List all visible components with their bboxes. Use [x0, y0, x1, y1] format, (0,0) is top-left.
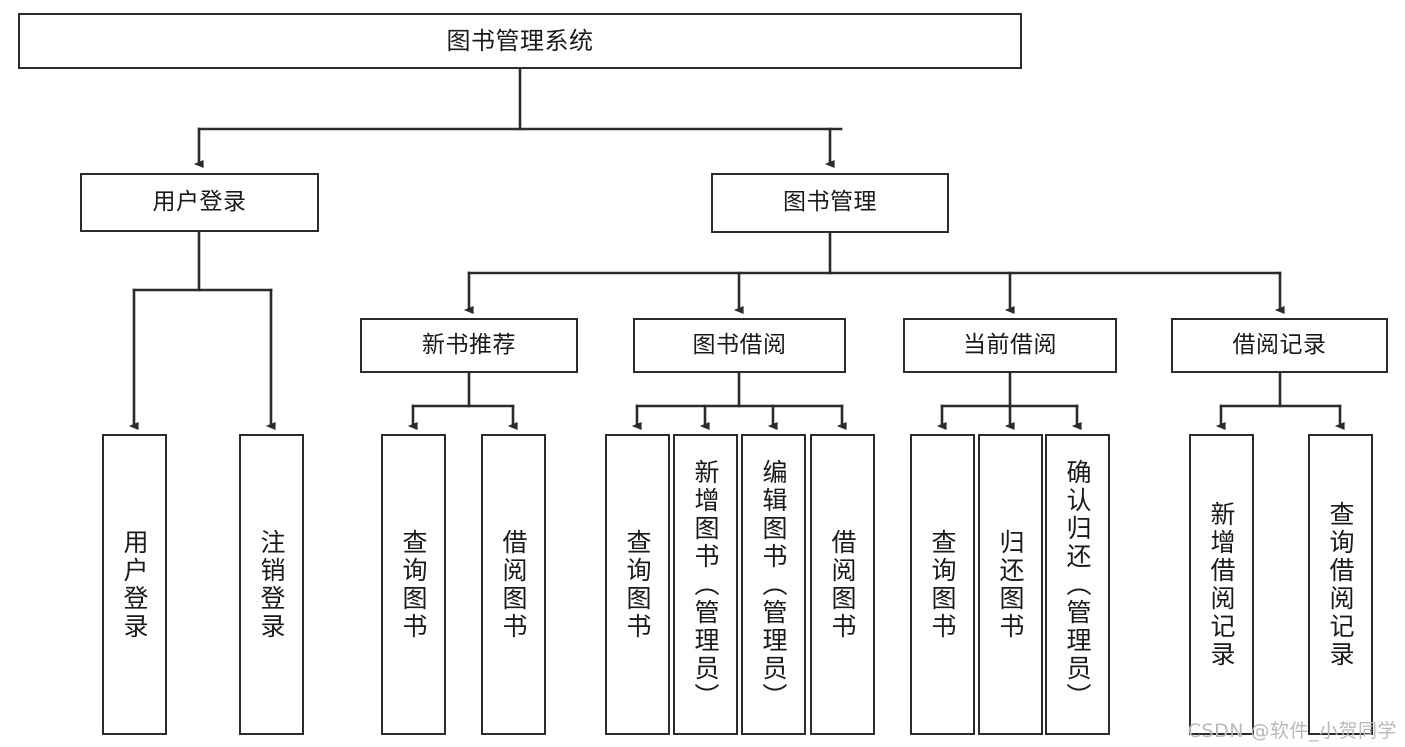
- leaf-borrow-query-book[interactable]: 查询图书: [605, 434, 670, 735]
- node-label: 新增图书（管理员）: [691, 458, 720, 711]
- node-label: 查询图书: [928, 528, 957, 641]
- node-label: 确认归还（管理员）: [1063, 458, 1092, 711]
- node-label: 用户登录: [152, 188, 247, 215]
- node-label: 用户登录: [120, 528, 149, 641]
- node-borrow-records[interactable]: 借阅记录: [1171, 318, 1388, 373]
- node-label: 注销登录: [257, 528, 286, 641]
- leaf-borrow-add-book-admin[interactable]: 新增图书（管理员）: [673, 434, 738, 735]
- leaf-recommend-query-book[interactable]: 查询图书: [381, 434, 446, 735]
- node-user-login[interactable]: 用户登录: [80, 173, 319, 232]
- node-current-borrow[interactable]: 当前借阅: [903, 318, 1117, 373]
- node-label: 归还图书: [996, 528, 1025, 641]
- node-book-management[interactable]: 图书管理: [711, 173, 949, 233]
- node-label: 当前借阅: [963, 331, 1057, 358]
- leaf-current-confirm-return-admin[interactable]: 确认归还（管理员）: [1045, 434, 1110, 735]
- leaf-current-return-book[interactable]: 归还图书: [978, 434, 1043, 735]
- leaf-borrow-borrow-book[interactable]: 借阅图书: [810, 434, 875, 735]
- leaf-user-login-signin[interactable]: 用户登录: [102, 434, 167, 735]
- node-book-borrow[interactable]: 图书借阅: [633, 318, 846, 373]
- node-label: 查询借阅记录: [1326, 500, 1355, 669]
- node-label: 新书推荐: [422, 331, 516, 358]
- node-label: 查询图书: [623, 528, 652, 641]
- leaf-user-login-signout[interactable]: 注销登录: [239, 434, 304, 735]
- node-label: 查询图书: [399, 528, 428, 641]
- node-label: 借阅图书: [828, 528, 857, 641]
- watermark-text: CSDN @软件_小贺同学: [1187, 720, 1397, 742]
- node-label: 借阅记录: [1232, 331, 1327, 358]
- node-label: 图书管理系统: [446, 26, 594, 55]
- leaf-records-add-record[interactable]: 新增借阅记录: [1189, 434, 1254, 735]
- leaf-records-query-record[interactable]: 查询借阅记录: [1308, 434, 1373, 735]
- node-new-book-recommend[interactable]: 新书推荐: [360, 318, 578, 373]
- leaf-recommend-borrow-book[interactable]: 借阅图书: [481, 434, 546, 735]
- node-label: 编辑图书（管理员）: [759, 458, 788, 711]
- node-root-system[interactable]: 图书管理系统: [18, 13, 1022, 69]
- node-label: 新增借阅记录: [1207, 500, 1236, 669]
- node-label: 图书借阅: [692, 331, 787, 358]
- leaf-borrow-edit-book-admin[interactable]: 编辑图书（管理员）: [741, 434, 806, 735]
- leaf-current-query-book[interactable]: 查询图书: [910, 434, 975, 735]
- node-label: 图书管理: [783, 189, 877, 216]
- node-label: 借阅图书: [499, 528, 528, 641]
